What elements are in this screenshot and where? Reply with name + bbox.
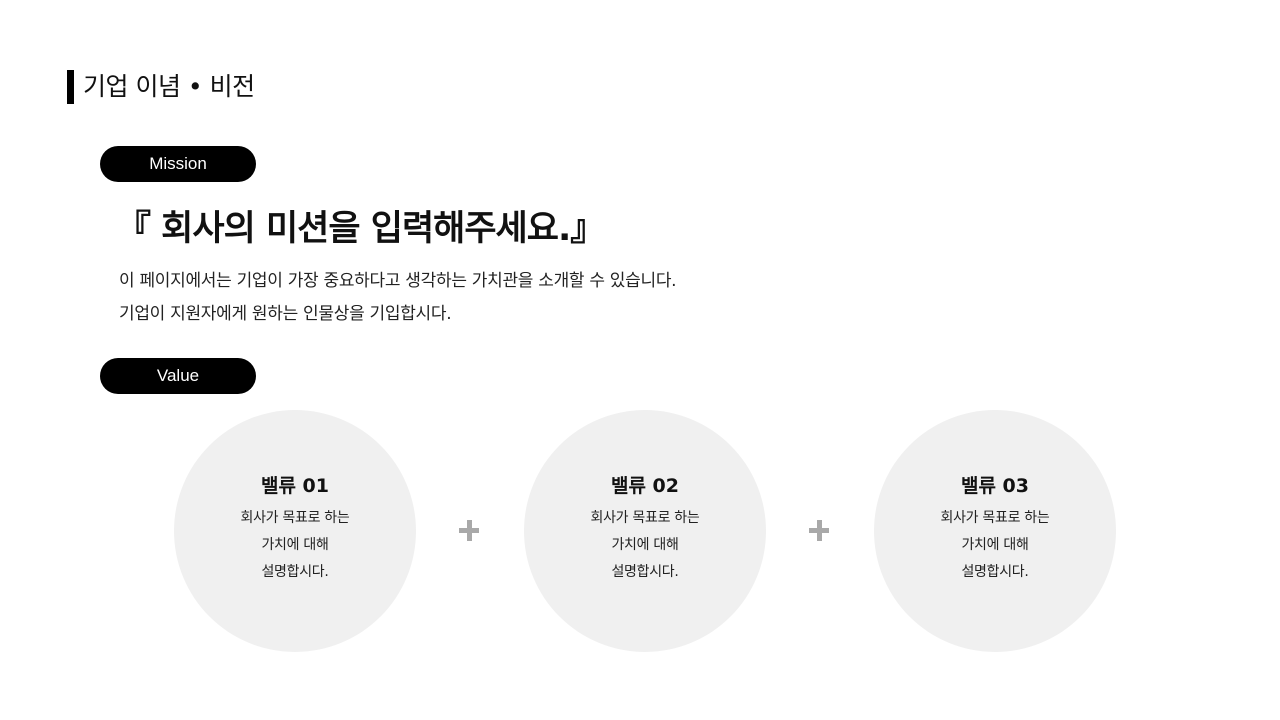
value-title: 밸류 03 xyxy=(960,474,1029,497)
value-text-line: 설명합시다. xyxy=(611,563,679,580)
value-text-line: 가치에 대해 xyxy=(961,536,1029,553)
value-title: 밸류 01 xyxy=(260,474,329,497)
value-card-1: 밸류 01 회사가 목표로 하는 가치에 대해 설명합시다. xyxy=(174,410,416,652)
mission-badge: Mission xyxy=(100,146,256,182)
value-text-line: 회사가 목표로 하는 xyxy=(940,509,1050,526)
page-title: 기업 이념 • 비전 xyxy=(83,72,255,101)
mission-description-line-2: 기업이 지원자에게 원하는 인물상을 기입합시다. xyxy=(119,304,452,324)
mission-heading: 『 회사의 미션을 입력해주세요.』 xyxy=(116,209,605,249)
mission-description-line-1: 이 페이지에서는 기업이 가장 중요하다고 생각하는 가치관을 소개할 수 있습… xyxy=(119,271,677,291)
plus-icon xyxy=(459,518,481,544)
value-title: 밸류 02 xyxy=(610,474,679,497)
value-text-line: 설명합시다. xyxy=(261,563,329,580)
title-accent-bar xyxy=(67,70,74,104)
value-text-line: 회사가 목표로 하는 xyxy=(590,509,700,526)
value-text-line: 가치에 대해 xyxy=(261,536,329,553)
value-text-line: 가치에 대해 xyxy=(611,536,679,553)
value-card-3: 밸류 03 회사가 목표로 하는 가치에 대해 설명합시다. xyxy=(874,410,1116,652)
value-badge: Value xyxy=(100,358,256,394)
value-text-line: 설명합시다. xyxy=(961,563,1029,580)
value-text-line: 회사가 목표로 하는 xyxy=(240,509,350,526)
plus-icon xyxy=(809,518,831,544)
value-card-2: 밸류 02 회사가 목표로 하는 가치에 대해 설명합시다. xyxy=(524,410,766,652)
